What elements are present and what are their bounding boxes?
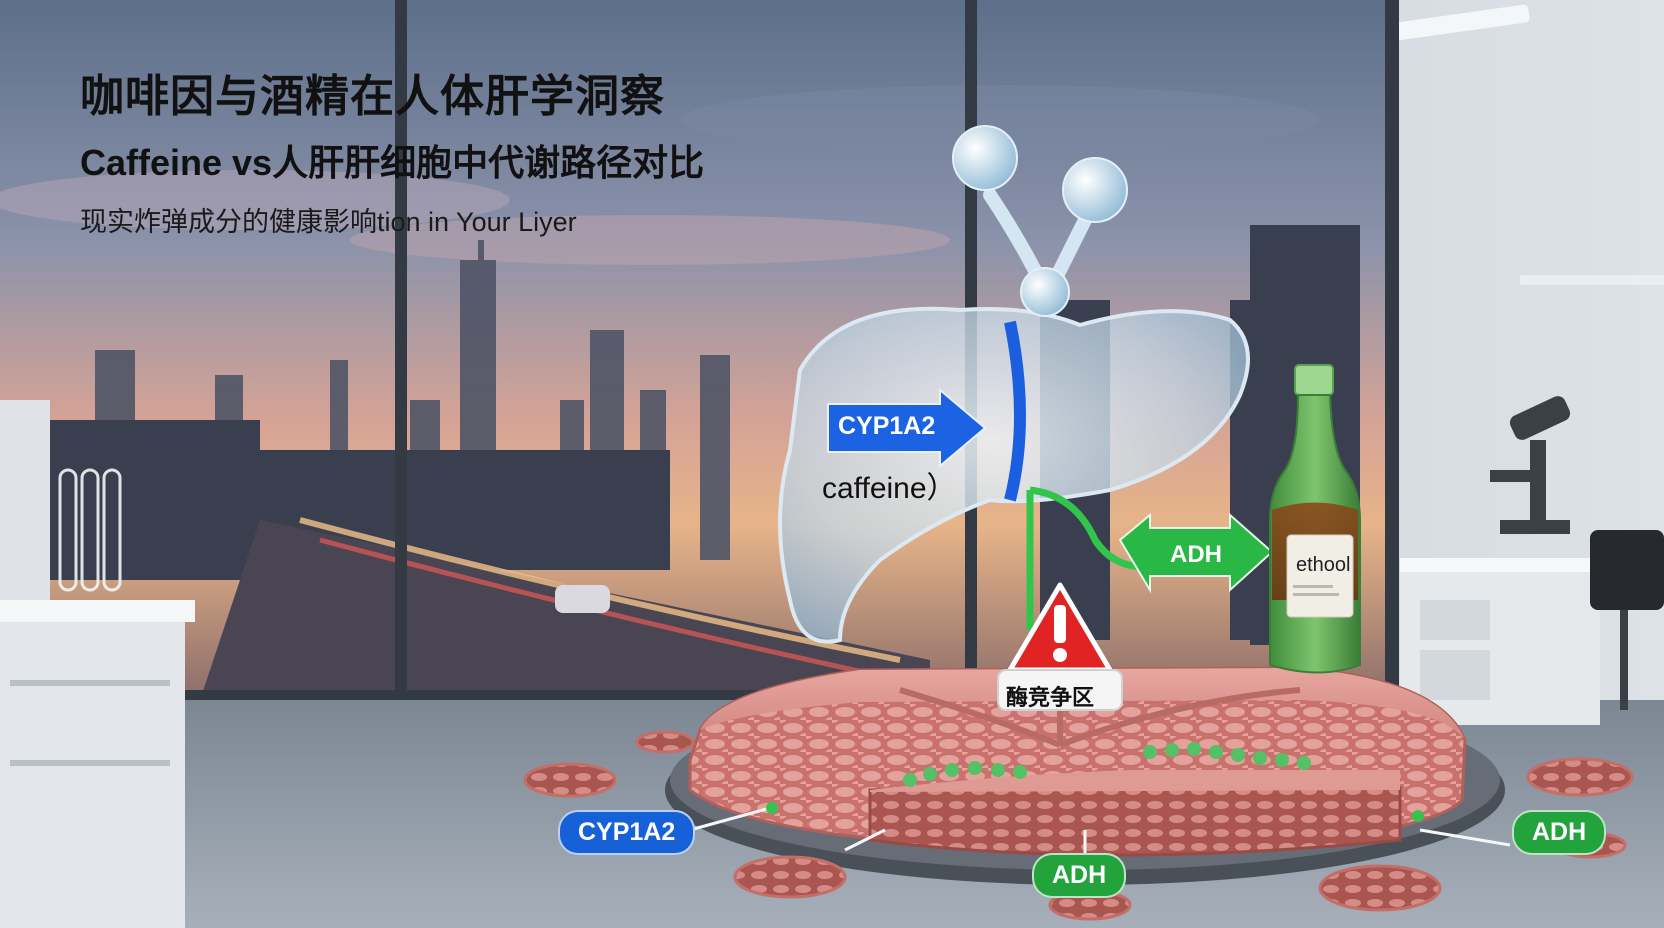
ceiling-light-2 bbox=[1520, 275, 1664, 285]
leader-lines bbox=[689, 806, 1511, 858]
lab-bench-right bbox=[1400, 396, 1664, 725]
headline-line-1: 咖啡因与酒精在人体肝学洞察 bbox=[80, 72, 665, 121]
liver-model bbox=[778, 125, 1250, 644]
headline-line-3: 现实炸弹成分的健康影响tion in Your Liyer bbox=[80, 207, 577, 237]
cyp1a2-pill: CYP1A2 bbox=[558, 810, 696, 855]
caffeine-label: caffeine） bbox=[822, 472, 957, 505]
adh-pill-center: ADH bbox=[1032, 853, 1127, 898]
cyp1a2-arrow bbox=[827, 387, 987, 469]
adh-pill-right: ADH bbox=[1512, 810, 1607, 855]
cyp1a2-arrow-label: CYP1A2 bbox=[838, 412, 936, 440]
adh-arrow-label: ADH bbox=[1170, 541, 1222, 568]
adh-pathway bbox=[1026, 486, 1151, 630]
headline-line-2: Caffeine vs人肝肝细胞中代谢路径对比 bbox=[80, 142, 705, 183]
liver-tissue-slab bbox=[688, 666, 1467, 857]
cell-clusters bbox=[523, 730, 1634, 921]
headline-block: 咖啡因与酒精在人体肝学洞察 Caffeine vs人肝肝细胞中代谢路径对比 现实… bbox=[80, 60, 704, 239]
window-cityscape bbox=[0, 0, 1399, 704]
enzyme-competition-zone-label: 酶竞争区 bbox=[1006, 685, 1095, 710]
warning-triangle-icon bbox=[997, 582, 1123, 711]
ethanol-bottle bbox=[1269, 364, 1361, 674]
lab-bench-left bbox=[0, 400, 195, 928]
bottle-label: ethool bbox=[1296, 554, 1351, 576]
